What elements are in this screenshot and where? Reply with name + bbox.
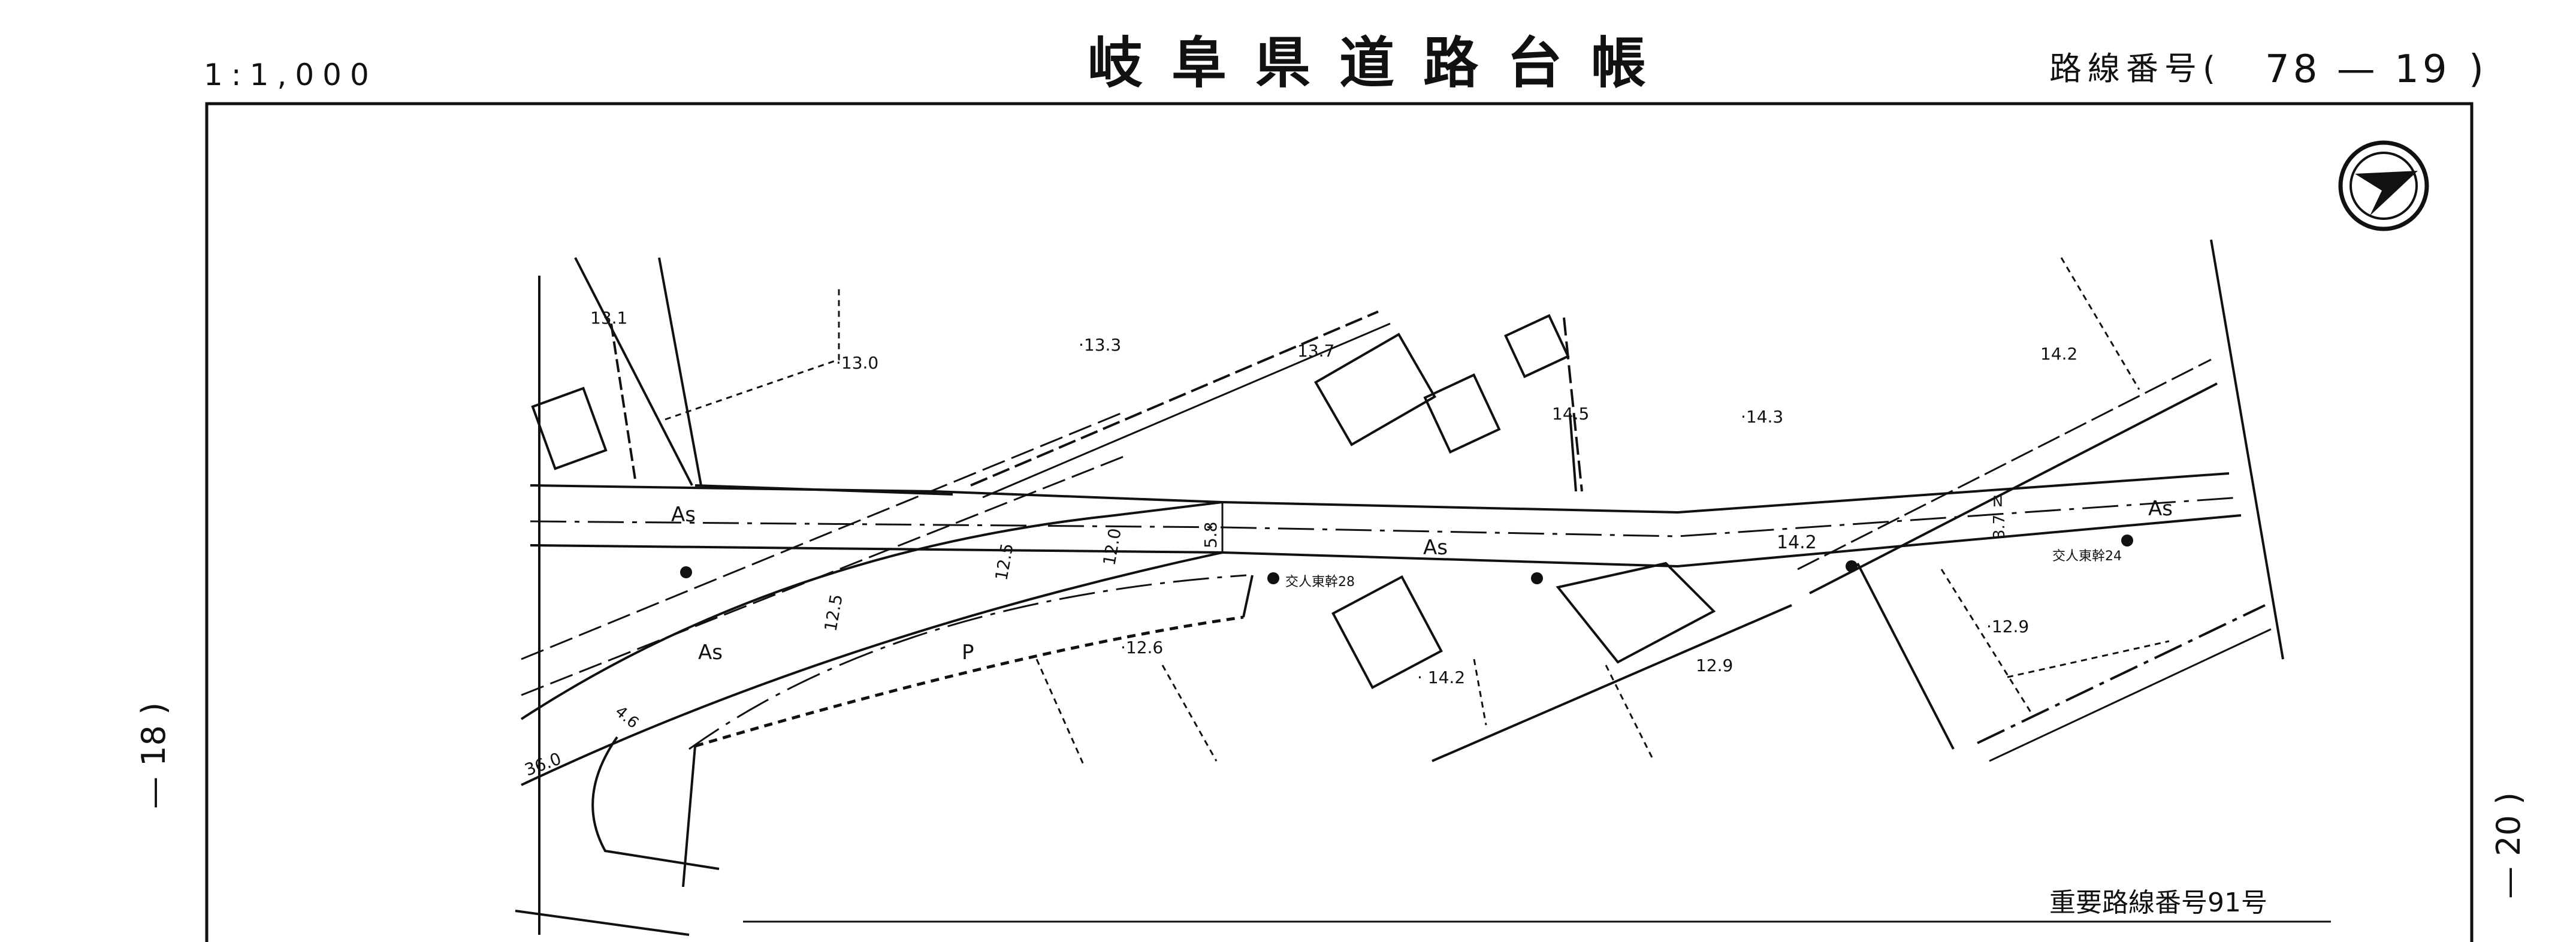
surface-asphalt-southwest: As bbox=[698, 641, 723, 665]
north-mark-n: N bbox=[1992, 493, 2003, 510]
page-title: 岐阜県道路台帳 bbox=[1088, 31, 1675, 95]
width-4-6: 4.6 bbox=[612, 702, 642, 732]
elevation-14-5: 14.5 bbox=[1552, 404, 1589, 424]
map-scale: 1:1,000 bbox=[204, 58, 378, 92]
main-road bbox=[530, 472, 2242, 568]
map-frame bbox=[205, 102, 2474, 942]
elevation-12-9-east: ·12.9 bbox=[1986, 617, 2029, 636]
west-road bbox=[515, 257, 953, 936]
surface-asphalt-west: As bbox=[671, 503, 696, 527]
elevation-14-2-ne: 14.2 bbox=[2040, 344, 2077, 364]
route-number-close: ) bbox=[2469, 47, 2484, 92]
width-12-0: 12.0 bbox=[1099, 527, 1125, 567]
surface-paved-p: P bbox=[962, 641, 974, 665]
width-5-8: 5.8 bbox=[1201, 521, 1221, 548]
north-arrow-icon bbox=[2338, 140, 2429, 231]
elevation-13-3: ·13.3 bbox=[1079, 335, 1121, 355]
elevation-12-6: ·12.6 bbox=[1121, 638, 1163, 657]
utility-poles bbox=[680, 535, 2133, 584]
elevation-13-0: ·13.0 bbox=[836, 353, 878, 373]
surface-asphalt-east: As bbox=[2148, 497, 2173, 521]
elevation-12-9-mid: 12.9 bbox=[1696, 656, 1733, 675]
route-number-value: 78 — 19 bbox=[2265, 47, 2451, 92]
elevation-14-2-road: 14.2 bbox=[1777, 532, 1817, 553]
benchmark-24: 交人東幹24 bbox=[2052, 549, 2122, 564]
parcel-boundaries bbox=[665, 257, 2170, 768]
south-boundary bbox=[1432, 239, 2284, 762]
benchmark-28: 交人東幹28 bbox=[1285, 575, 1355, 590]
branch-road bbox=[520, 412, 1254, 887]
elevation-14-2-south: · 14.2 bbox=[1417, 668, 1465, 687]
elevation-14-3: ·14.3 bbox=[1741, 407, 1783, 427]
important-route-number: 重要路線番号91号 bbox=[2049, 887, 2267, 918]
width-3-7: 3.7 bbox=[1991, 515, 2009, 539]
elevation-13-1: 13.1 bbox=[590, 308, 627, 328]
surface-asphalt-center: As bbox=[1423, 536, 1448, 560]
route-number-label: 路線番号( bbox=[2049, 50, 2222, 87]
elevation-13-7: 13.7 bbox=[1297, 341, 1334, 361]
width-12-5-b: 12.5 bbox=[991, 542, 1017, 582]
width-12-5-a: 12.5 bbox=[820, 593, 846, 633]
railway-line bbox=[970, 310, 2272, 762]
buildings bbox=[531, 313, 1716, 690]
